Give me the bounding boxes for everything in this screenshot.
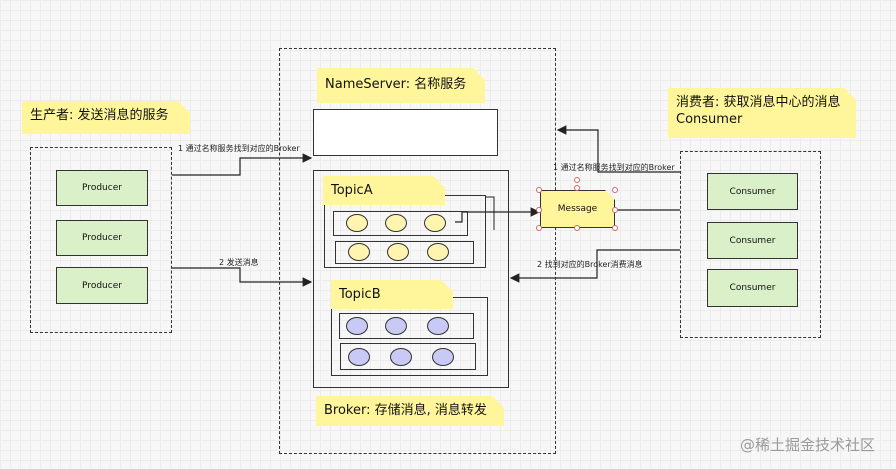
consumer-label: Consumer xyxy=(729,235,776,246)
producer-box-1[interactable]: Producer xyxy=(56,170,148,206)
message-dot xyxy=(348,348,370,366)
message-dot xyxy=(346,317,368,335)
edge-label-producer-nameserver: 1 通过名称服务找到对应的Broker xyxy=(178,144,300,153)
edge-producer-nameserver xyxy=(172,153,313,176)
message-dot xyxy=(346,214,368,232)
producer-note-text: 生产者: 发送消息的服务 xyxy=(30,108,169,123)
consumer-box-2[interactable]: Consumer xyxy=(707,222,798,259)
edge-producer-broker xyxy=(172,267,313,287)
consumer-note-line-2: Consumer xyxy=(676,112,743,127)
edge-label-consumer-nameserver: 1 通过名称服务找到对应的Broker xyxy=(553,163,675,172)
message-dot xyxy=(390,348,412,366)
consumer-group xyxy=(680,151,821,338)
producer-label: Producer xyxy=(82,183,122,193)
message-dot xyxy=(432,348,454,366)
topic-a-note: TopicA xyxy=(323,176,445,205)
selection-handle[interactable] xyxy=(612,225,618,231)
selection-handle[interactable] xyxy=(536,187,542,193)
consumer-label: Consumer xyxy=(729,186,776,197)
topic-b-queue-1[interactable] xyxy=(339,313,474,339)
message-label: Message xyxy=(557,204,598,214)
topic-b-note: TopicB xyxy=(331,280,453,309)
producer-box-3[interactable]: Producer xyxy=(56,267,148,304)
consumer-note-line-1: 消费者: 获取消息中心的消息 xyxy=(676,95,841,110)
edge-consumer-nameserver xyxy=(556,125,680,173)
consumer-box-3[interactable]: Consumer xyxy=(707,269,798,307)
topic-b-queue-2[interactable] xyxy=(340,343,476,370)
topic-a-queue-2[interactable] xyxy=(335,241,474,264)
nameserver-note-text: NameServer: 名称服务 xyxy=(325,77,467,92)
selection-handle[interactable] xyxy=(574,185,580,191)
central-container xyxy=(279,48,556,454)
message-dot xyxy=(387,243,409,261)
edge-consumer-broker xyxy=(509,249,680,283)
producer-label: Producer xyxy=(82,280,122,291)
topic-a-queue-1[interactable] xyxy=(333,211,468,236)
edge-queue-message xyxy=(455,207,541,223)
topic-a-title: TopicA xyxy=(331,183,373,198)
consumer-label: Consumer xyxy=(729,283,776,293)
message-dot xyxy=(427,317,449,335)
consumer-box-1[interactable]: Consumer xyxy=(707,173,798,210)
message-box[interactable]: Message xyxy=(540,190,615,228)
topic-b-title: TopicB xyxy=(339,287,381,302)
selection-handle[interactable] xyxy=(536,225,542,231)
message-dot xyxy=(348,243,370,261)
producer-box-2[interactable]: Producer xyxy=(56,220,148,256)
producer-note: 生产者: 发送消息的服务 xyxy=(22,101,190,134)
producer-group xyxy=(30,147,172,333)
broker-note: Broker: 存储消息, 消息转发 xyxy=(316,396,504,426)
consumer-note: 消费者: 获取消息中心的消息 Consumer xyxy=(668,88,856,138)
rotate-handle[interactable] xyxy=(574,177,580,183)
broker-box[interactable] xyxy=(313,170,509,388)
edge-topica-side xyxy=(486,196,495,230)
message-dot xyxy=(424,214,446,232)
selection-handle[interactable] xyxy=(612,187,618,193)
nameserver-note: NameServer: 名称服务 xyxy=(317,68,485,103)
producer-label: Producer xyxy=(82,233,122,243)
edge-label-consumer-broker: 2 找到对应的Broker消费消息 xyxy=(537,260,643,269)
message-dot xyxy=(427,243,449,261)
message-dot xyxy=(385,317,407,335)
selection-handle[interactable] xyxy=(536,207,542,213)
watermark: @稀土掘金技术社区 xyxy=(740,436,876,454)
message-dot xyxy=(385,214,407,232)
selection-handle[interactable] xyxy=(574,225,580,231)
nameserver-box[interactable] xyxy=(313,109,498,156)
selection-handle[interactable] xyxy=(612,207,618,213)
broker-note-text: Broker: 存储消息, 消息转发 xyxy=(324,403,487,418)
edge-label-producer-broker: 2 发送消息 xyxy=(219,258,259,267)
